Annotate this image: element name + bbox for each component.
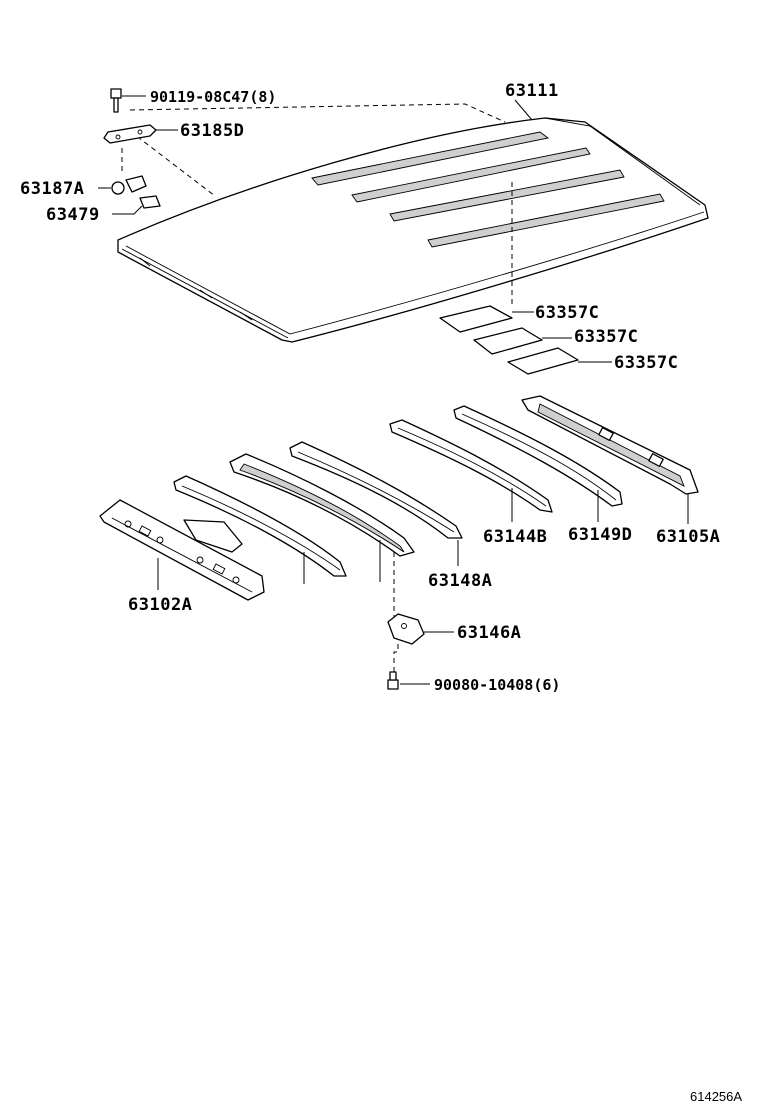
bolt-bottom[interactable]	[387, 671, 399, 690]
label-bracket-bottom: 63146A	[457, 623, 521, 643]
pad-2[interactable]	[473, 327, 543, 355]
front-header[interactable]	[99, 499, 265, 601]
bracket-bottom[interactable]	[387, 613, 425, 645]
pad-1[interactable]	[439, 305, 513, 333]
label-pad-3: 63357C	[614, 353, 678, 373]
nut[interactable]	[111, 175, 147, 195]
label-nut: 63187A	[20, 179, 84, 199]
clip[interactable]	[139, 195, 161, 209]
bow-148a[interactable]	[289, 441, 463, 539]
label-front-header: 63102A	[128, 595, 192, 615]
label-bolt-top: 90119-08C47(8)	[150, 88, 276, 106]
label-rear-header: 63105A	[656, 527, 720, 547]
bow-141g[interactable]	[229, 453, 415, 557]
label-clip: 63479	[46, 205, 100, 225]
bolt-top[interactable]	[110, 88, 122, 113]
rear-header[interactable]	[521, 395, 699, 495]
label-pad-1: 63357C	[535, 303, 599, 323]
bow-143a[interactable]	[173, 475, 347, 577]
label-roof-panel: 63111	[505, 81, 559, 101]
label-bow-149d: 63149D	[568, 525, 632, 545]
figure-id: 614256A	[690, 1089, 742, 1104]
bow-144b[interactable]	[389, 419, 553, 513]
pad-3[interactable]	[507, 347, 579, 375]
label-bow-144b: 63144B	[483, 527, 547, 547]
bracket-top[interactable]	[103, 124, 157, 144]
label-bow-148a: 63148A	[428, 571, 492, 591]
roof-panel[interactable]	[117, 117, 709, 343]
label-bracket-top: 63185D	[180, 121, 244, 141]
bow-149d[interactable]	[453, 405, 623, 507]
label-bolt-bottom: 90080-10408(6)	[434, 676, 560, 694]
label-pad-2: 63357C	[574, 327, 638, 347]
